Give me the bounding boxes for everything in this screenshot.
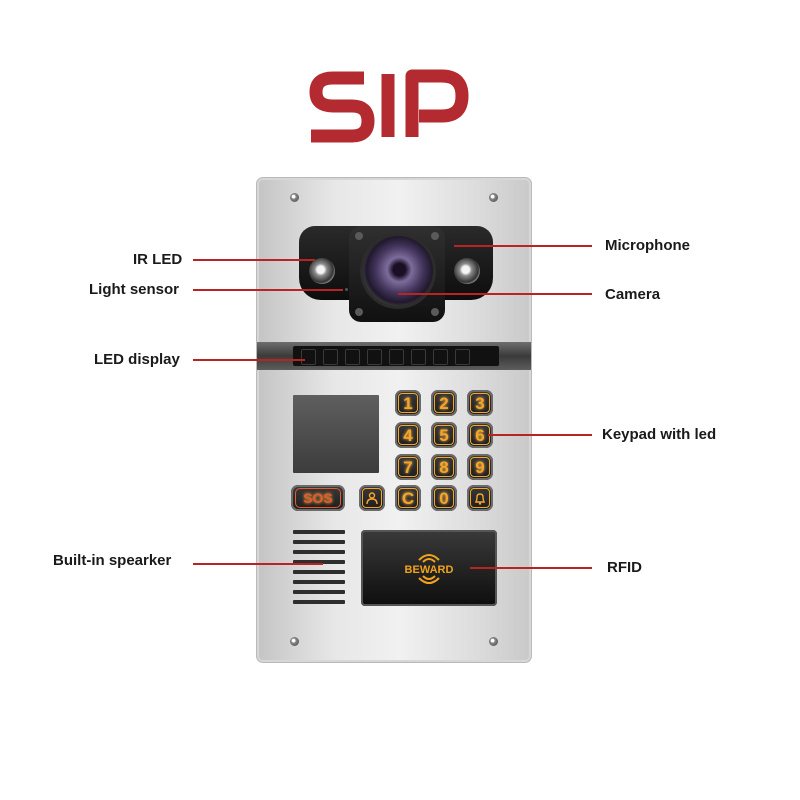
- key-7[interactable]: 7: [395, 454, 421, 480]
- led-segment: [433, 349, 448, 365]
- label-camera: Camera: [605, 286, 661, 303]
- light-sensor: [345, 288, 348, 291]
- key-3[interactable]: 3: [467, 390, 493, 416]
- screw-icon: [489, 637, 498, 646]
- bolt-icon: [431, 308, 439, 316]
- key-c[interactable]: C: [395, 485, 421, 511]
- key-5[interactable]: 5: [431, 422, 457, 448]
- camera-lens: [363, 236, 433, 306]
- grille-slot: [293, 540, 345, 544]
- lcd-window: [293, 395, 379, 473]
- bolt-icon: [355, 232, 363, 240]
- grille-slot: [293, 570, 345, 574]
- leader-line-ir-led: [193, 259, 315, 261]
- bolt-icon: [431, 232, 439, 240]
- grille-slot: [293, 590, 345, 594]
- grille-slot: [293, 560, 345, 564]
- beward-logo: BEWARD: [405, 554, 454, 584]
- grille-slot: [293, 600, 345, 604]
- ir-led-right: [454, 258, 480, 284]
- key-4[interactable]: 4: [395, 422, 421, 448]
- led-segment: [411, 349, 426, 365]
- label-rfid: RFID: [607, 559, 642, 576]
- intercom-panel: 1 2 3 4 5 6 7 8 9 SOS C 0: [256, 177, 532, 663]
- led-segment: [389, 349, 404, 365]
- label-led-display: LED display: [94, 351, 180, 368]
- leader-line-light-sensor: [193, 289, 343, 291]
- leader-line-rfid: [470, 567, 592, 569]
- grille-slot: [293, 550, 345, 554]
- ir-led-left: [309, 258, 335, 284]
- led-segment: [345, 349, 360, 365]
- led-display: [293, 346, 499, 366]
- concierge-button[interactable]: [359, 485, 385, 511]
- leader-line-led-display: [193, 359, 305, 361]
- label-light-sensor: Light sensor: [89, 281, 180, 298]
- led-segment: [455, 349, 470, 365]
- label-ir-led: IR LED: [133, 251, 183, 268]
- label-built-in-speaker: Built-in spearker: [53, 552, 172, 569]
- leader-line-speaker: [193, 563, 323, 565]
- screw-icon: [489, 193, 498, 202]
- key-8[interactable]: 8: [431, 454, 457, 480]
- svg-text:BEWARD: BEWARD: [405, 564, 454, 576]
- led-segment: [367, 349, 382, 365]
- key-9[interactable]: 9: [467, 454, 493, 480]
- leader-line-camera: [398, 293, 592, 295]
- grille-slot: [293, 580, 345, 584]
- sos-button[interactable]: SOS: [291, 485, 345, 511]
- led-segment: [323, 349, 338, 365]
- label-keypad: Keypad with led: [602, 426, 717, 443]
- sip-logo: [309, 69, 469, 143]
- concierge-icon: [362, 488, 382, 508]
- key-2[interactable]: 2: [431, 390, 457, 416]
- key-1[interactable]: 1: [395, 390, 421, 416]
- leader-line-keypad: [488, 434, 592, 436]
- key-0[interactable]: 0: [431, 485, 457, 511]
- screw-icon: [290, 193, 299, 202]
- label-microphone: Microphone: [605, 237, 690, 254]
- grille-slot: [293, 530, 345, 534]
- leader-line-microphone: [454, 245, 592, 247]
- screw-icon: [290, 637, 299, 646]
- led-segment: [301, 349, 316, 365]
- bell-icon: [470, 488, 490, 508]
- bell-button[interactable]: [467, 485, 493, 511]
- bolt-icon: [355, 308, 363, 316]
